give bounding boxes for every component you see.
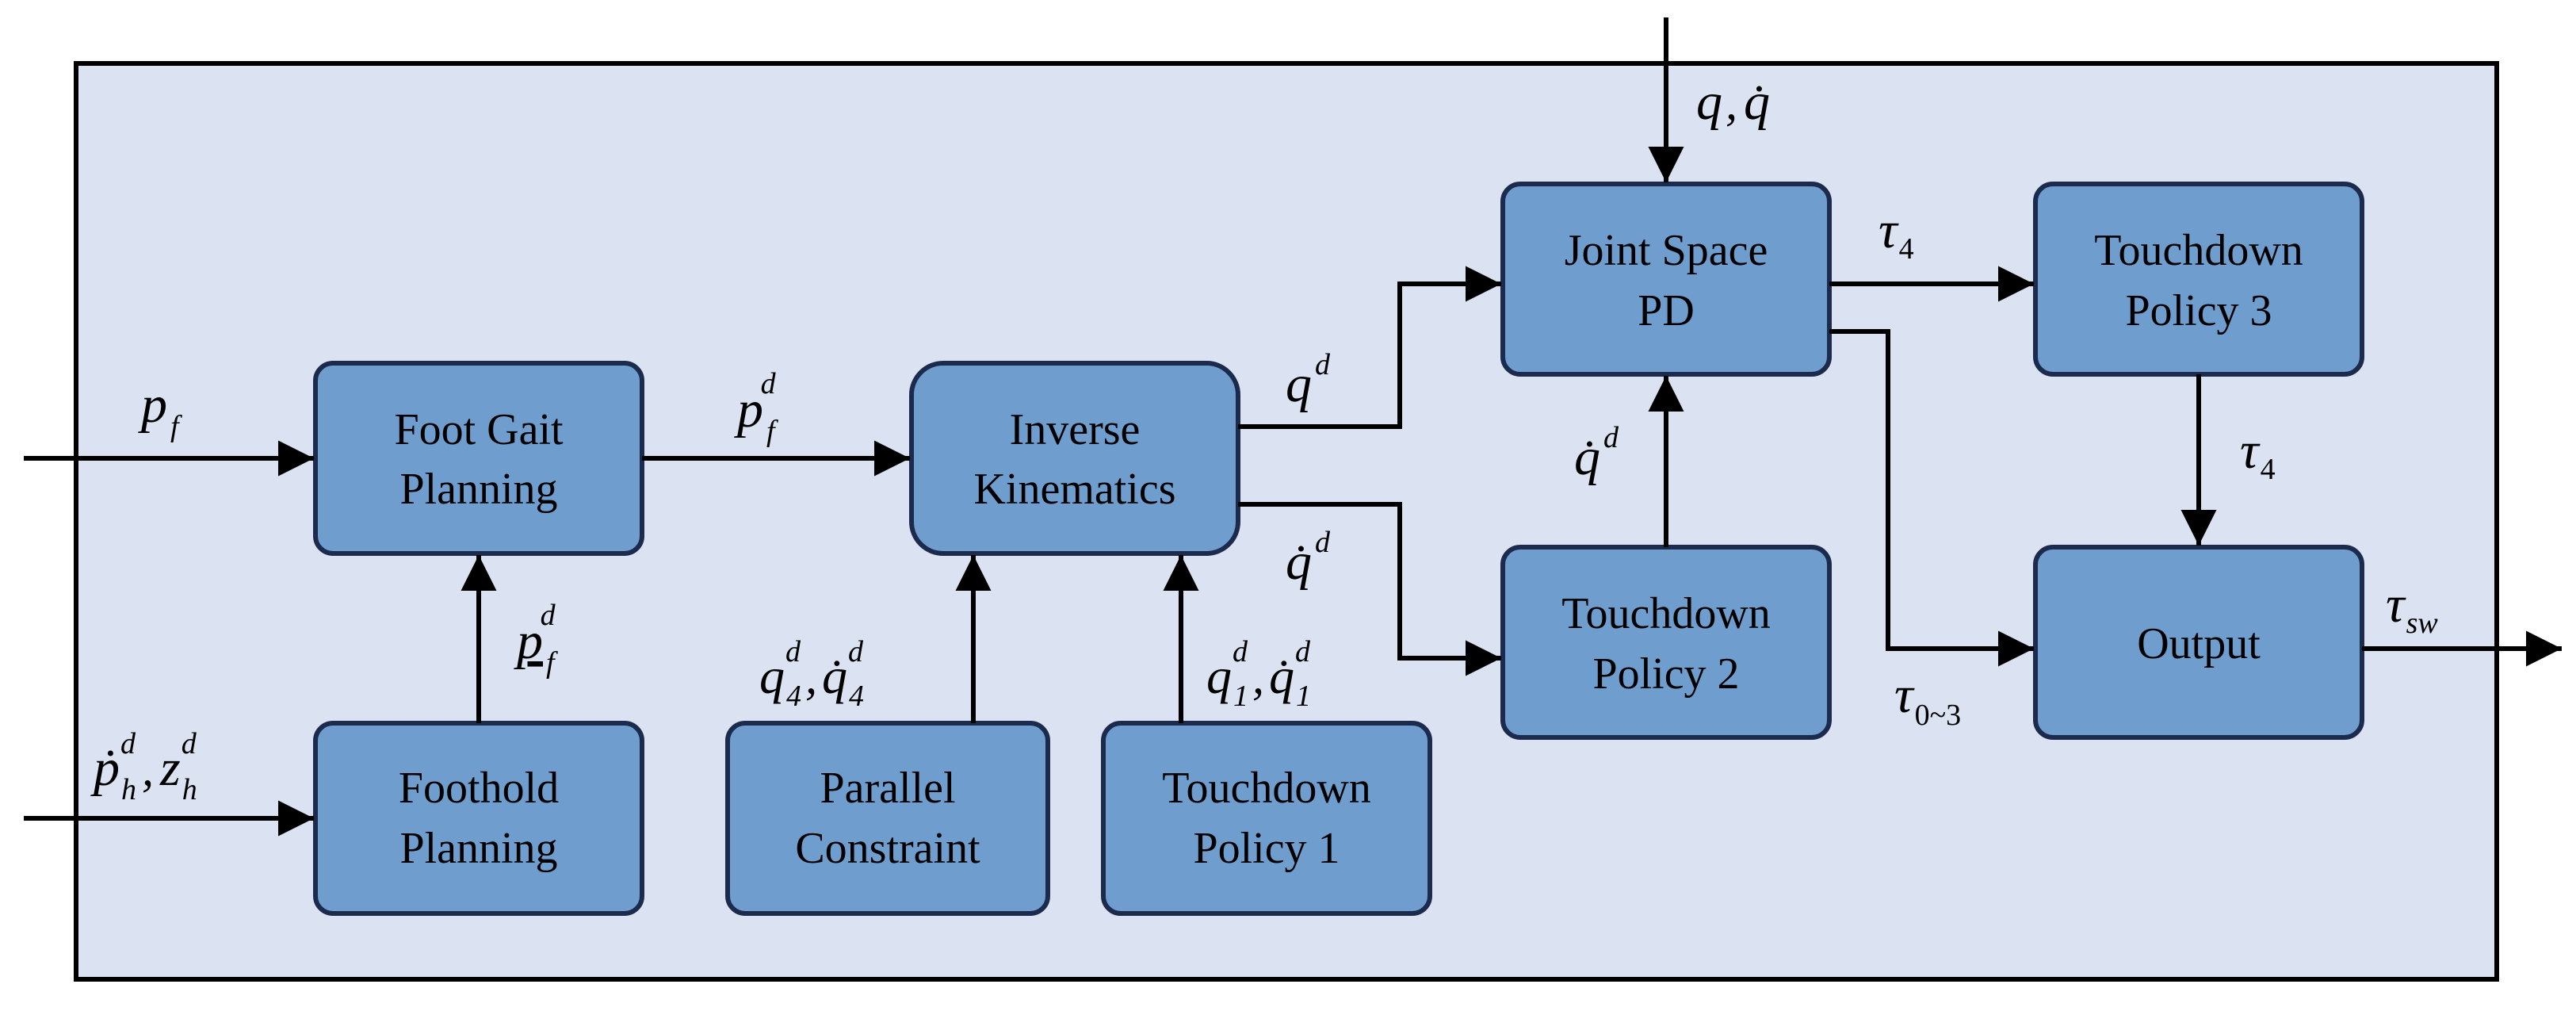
inverse-kin-line-1: Inverse xyxy=(1010,405,1141,454)
foothold-planning-block: Foothold Planning xyxy=(313,721,644,916)
label-q4: q4d,q̇4d xyxy=(759,635,864,713)
touchdown-policy-1-block: Touchdown Policy 1 xyxy=(1101,721,1432,916)
inverse-kinematics-block: Inverse Kinematics xyxy=(909,361,1240,556)
label-q1: q1d,q̇1d xyxy=(1206,635,1311,713)
touchdown3-line-2: Policy 3 xyxy=(2125,286,2272,335)
touchdown-policy-3-block: Touchdown Policy 3 xyxy=(2033,182,2364,377)
label-tau4-td3: τ4 xyxy=(2240,422,2276,486)
label-tau-0-3: τ0~3 xyxy=(1894,666,1961,732)
foothold-line-2: Planning xyxy=(399,824,557,873)
label-tau4-pd: τ4 xyxy=(1878,201,1914,266)
parallel-constraint-block: Parallel Constraint xyxy=(725,721,1050,916)
ik-qdotd-to-td2-arrow xyxy=(1238,502,1501,676)
pd-tau03-to-output-arrow xyxy=(1829,329,2034,667)
ik-qd-to-pd-arrow xyxy=(1238,266,1501,429)
foot-gait-line-2: Planning xyxy=(399,465,557,514)
label-qdot-d-td2: q̇d xyxy=(1574,421,1619,486)
foothold-line-1: Foothold xyxy=(399,764,559,813)
label-qdot-d-ik: q̇d xyxy=(1286,526,1331,591)
touchdown2-line-1: Touchdown xyxy=(1561,589,1771,638)
joint-space-pd-block: Joint Space PD xyxy=(1500,182,1832,377)
output-label: Output xyxy=(2137,619,2261,668)
foot-gait-planning-block: Foot Gait Planning xyxy=(313,361,644,556)
foot-gait-line-1: Foot Gait xyxy=(394,405,564,454)
touchdown3-line-1: Touchdown xyxy=(2094,226,2303,275)
label-tau-sw: τsw xyxy=(2386,576,2438,640)
touchdown1-line-2: Policy 1 xyxy=(1193,824,1340,873)
parallel-line-2: Constraint xyxy=(795,824,980,873)
touchdown-policy-2-block: Touchdown Policy 2 xyxy=(1500,545,1832,740)
output-block: Output xyxy=(2033,545,2364,740)
joint-pd-line-2: PD xyxy=(1638,286,1695,335)
joint-pd-line-1: Joint Space xyxy=(1565,226,1768,275)
touchdown1-line-1: Touchdown xyxy=(1162,764,1371,813)
parallel-line-1: Parallel xyxy=(820,764,955,813)
inverse-kin-line-2: Kinematics xyxy=(973,465,1175,514)
label-q-qdot: q,q̇ xyxy=(1696,73,1770,131)
touchdown2-line-2: Policy 2 xyxy=(1592,649,1739,699)
label-ph-zh: ṗhd,zhd xyxy=(90,727,197,806)
